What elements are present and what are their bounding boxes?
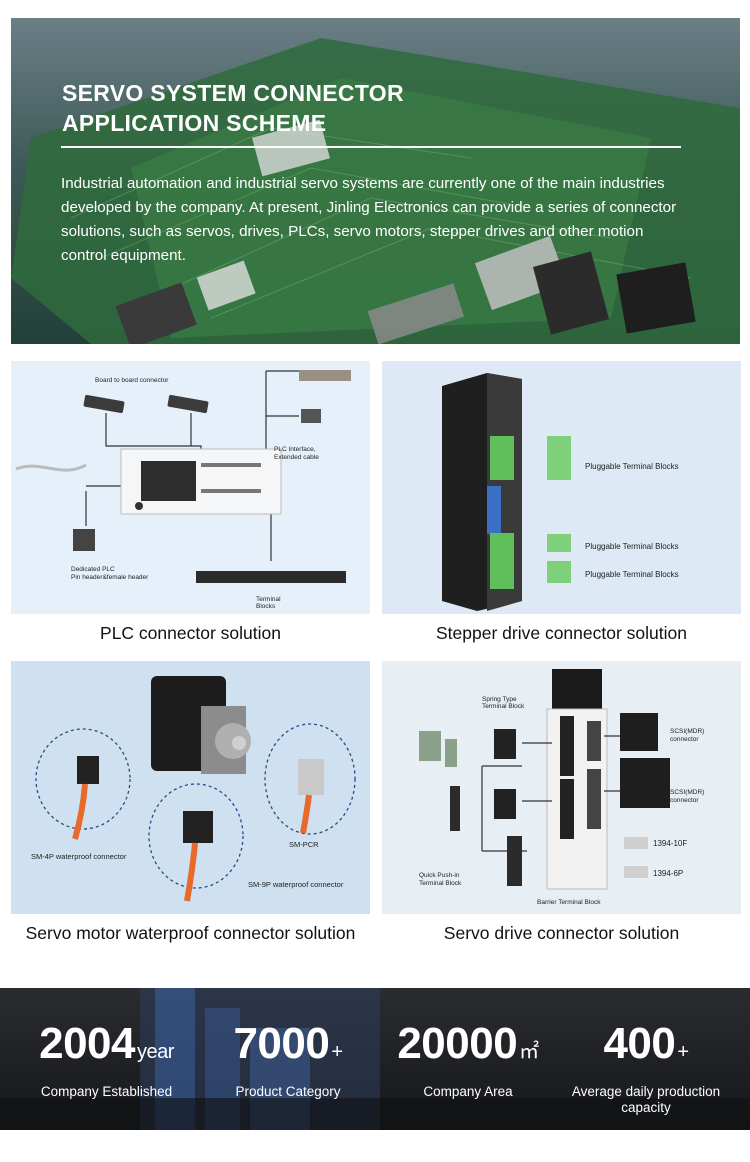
label-1394-6p: 1394-6P [653, 869, 683, 878]
label-spring-terminal: Terminal Block [482, 703, 525, 710]
label-scsi-1-connector: connector [670, 736, 699, 743]
label-scsi-2: SCSI(MDR) [670, 789, 704, 796]
label-extended-cable: Extended cable [274, 454, 319, 461]
label-scsi-2-connector: connector [670, 797, 699, 804]
stat-capacity-value: 400 [603, 1019, 676, 1068]
stat-established-value: 2004 [39, 1019, 135, 1068]
hero-description: Industrial automation and industrial ser… [61, 175, 677, 264]
stat-capacity-unit: + [677, 1041, 689, 1063]
stat-product-unit: + [331, 1041, 343, 1063]
label-barrier-terminal: Barrier Terminal Block [537, 899, 601, 906]
label-pin-header: Pin header&female header [71, 574, 149, 581]
stat-area-label: Company Area [423, 1084, 513, 1099]
stat-daily-capacity: 400+ Average daily production capacity [556, 1020, 736, 1116]
stat-product-label: Product Category [235, 1084, 341, 1099]
label-plc-interface: PLC Interface, [274, 446, 316, 453]
label-blocks: Blocks [256, 603, 276, 610]
label-1394-10f: 1394-10F [653, 839, 687, 848]
label-pluggable-2: Pluggable Terminal Blocks [585, 542, 679, 551]
label-spring-type: Spring Type [482, 696, 517, 703]
building-sign-image [0, 988, 750, 1130]
stat-product-category: 7000+ Product Category [208, 1020, 368, 1100]
servo-drive-solution-caption: Servo drive connector solution [443, 923, 680, 943]
hero-title: SERVO SYSTEM CONNECTOR APPLICATION SCHEM… [62, 80, 404, 136]
circuit-board-image [11, 38, 740, 344]
stat-capacity-label: Average daily production capacity [571, 1084, 721, 1115]
label-board-to-board: Board to board connector [95, 377, 169, 384]
stat-area-unit: ㎡ [519, 1041, 539, 1063]
label-sm-pcr: SM-PCR [289, 840, 319, 849]
label-pluggable-3: Pluggable Terminal Blocks [585, 570, 679, 579]
label-dedicated-plc: Dedicated PLC [71, 566, 115, 573]
stepper-solution-caption: Stepper drive connector solution [436, 623, 687, 643]
stat-area-value: 20000 [397, 1019, 518, 1068]
servo-motor-diagram: SM-4P waterproof connector SM-PCR SM-9P … [11, 661, 370, 914]
stat-product-value: 7000 [233, 1019, 330, 1068]
label-quick-terminal: Terminal Block [419, 880, 462, 887]
servo-motor-solution-caption: Servo motor waterproof connector solutio… [25, 923, 356, 943]
label-sm9p: SM-9P waterproof connector [248, 880, 344, 889]
stepper-drive-diagram: Pluggable Terminal Blocks Pluggable Term… [382, 361, 741, 614]
hero-divider [61, 146, 681, 148]
hero-banner: SERVO SYSTEM CONNECTOR APPLICATION SCHEM… [11, 18, 740, 344]
label-quick-push-in: Quick Push-in [419, 872, 460, 879]
servo-drive-diagram: Spring Type Terminal Block SCSI(MDR) con… [382, 661, 741, 914]
label-scsi-1: SCSI(MDR) [670, 728, 704, 735]
label-pluggable-1: Pluggable Terminal Blocks [585, 462, 679, 471]
plc-diagram: Board to board connector PLC Interface, … [11, 361, 370, 614]
label-terminal: Terminal [256, 596, 281, 603]
stat-established-unit: year [136, 1041, 174, 1063]
label-sm4p: SM-4P waterproof connector [31, 852, 127, 861]
stat-established-label: Company Established [40, 1084, 173, 1099]
plc-solution-caption: PLC connector solution [100, 623, 281, 643]
